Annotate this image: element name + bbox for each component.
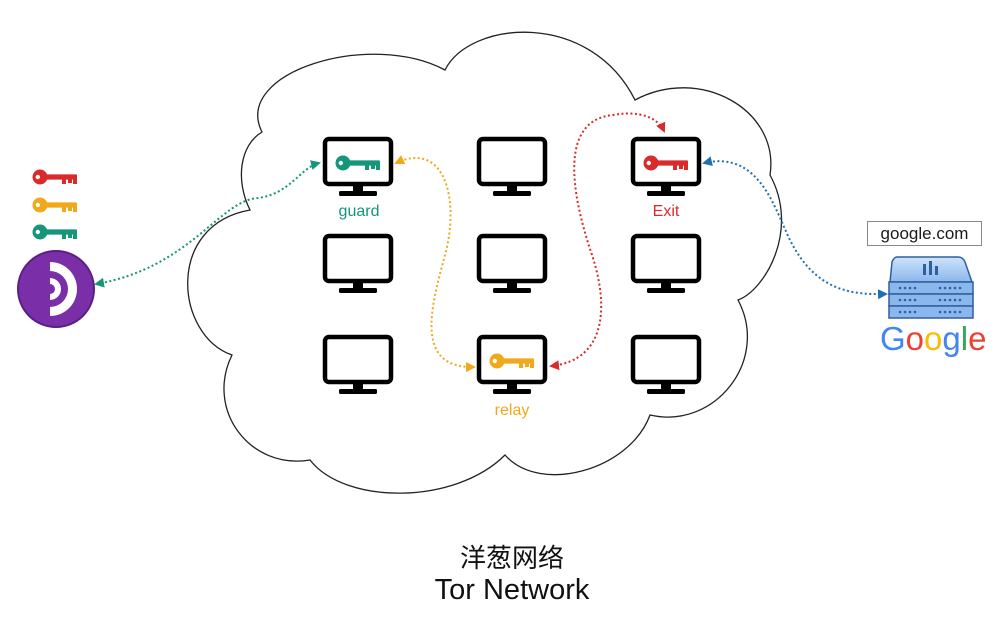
monitor-icon — [633, 236, 699, 293]
google-logo-letter: G — [880, 320, 906, 357]
monitor-icon — [325, 337, 391, 394]
google-logo-letter: o — [924, 320, 943, 357]
monitor-icon-relay — [479, 337, 545, 394]
guard-label: guard — [338, 203, 380, 220]
google-logo-letter: o — [905, 320, 925, 357]
google-logo: Google — [880, 320, 986, 364]
destination-domain: google.com — [867, 221, 982, 246]
key-icon-yellow — [32, 197, 77, 213]
guard-relay-link — [394, 155, 476, 373]
relay-label: relay — [494, 402, 530, 419]
google-logo-letter: l — [960, 320, 969, 357]
tor-cloud — [187, 31, 783, 494]
monitor-icon — [633, 337, 699, 394]
client-guard-link — [94, 160, 321, 288]
exit-label: Exit — [652, 203, 680, 220]
caption-english: Tor Network — [434, 574, 590, 606]
monitor-icon-exit — [633, 139, 699, 196]
key-icon-red — [32, 169, 77, 185]
monitor-icon-guard — [325, 139, 391, 196]
server-icon — [888, 256, 974, 319]
monitor-icon — [479, 139, 545, 196]
google-logo-letter: e — [968, 320, 987, 357]
google-logo-letter: g — [942, 320, 961, 357]
monitor-icon — [325, 236, 391, 293]
key-icon-green — [32, 224, 77, 240]
exit-server-link — [702, 156, 888, 300]
caption-chinese: 洋葱网络 — [459, 544, 565, 574]
monitor-icon — [479, 236, 545, 293]
relay-exit-link — [549, 112, 666, 371]
tor-browser-icon — [17, 250, 95, 328]
